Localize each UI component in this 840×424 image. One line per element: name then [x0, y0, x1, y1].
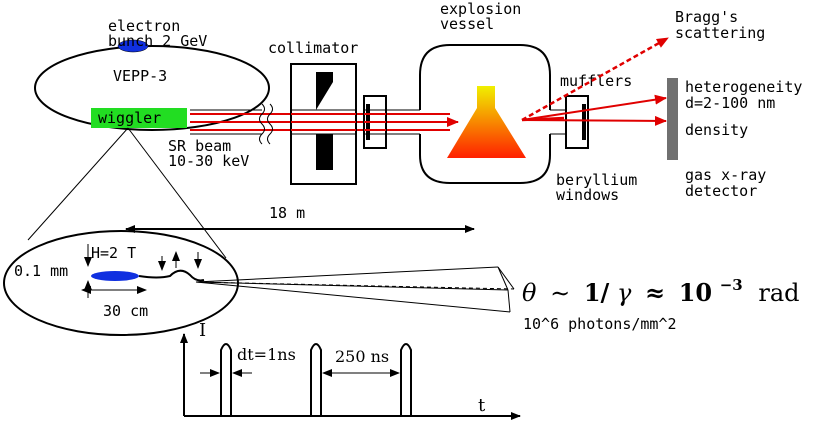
density-label: density — [685, 121, 748, 139]
beam-size-label: 0.1 mm — [14, 262, 68, 280]
pulse-timing-plot: I t dt=1ns 250 ns — [180, 320, 521, 420]
heterogeneity-label-line1: heterogeneity — [685, 78, 802, 96]
detector-label-line1: gas x-ray — [685, 166, 766, 184]
electron-bunch-label-line1: electron — [108, 17, 180, 35]
density-arrow — [521, 115, 667, 126]
axis-t-label: t — [478, 395, 486, 416]
theta-symbol: θ — [522, 279, 537, 307]
collimator-label: collimator — [268, 39, 358, 57]
gamma-symbol: γ — [617, 279, 632, 307]
beryllium-label-line2: windows — [556, 186, 619, 204]
photon-flux-label: 10^6 photons/mm^2 — [523, 315, 677, 333]
storage-ring: electron bunch 2 GeV VEPP-3 wiggler — [34, 17, 270, 131]
output-muffler: mufflers beryllium windows — [550, 72, 637, 204]
approx-symbol: ≈ — [645, 278, 665, 307]
explosion-vessel: explosion vessel — [386, 0, 551, 184]
one-over: 1/ — [584, 278, 610, 307]
pulse-width-label: dt=1ns — [237, 345, 296, 364]
svg-text:θ ∼ 1/ γ: θ ∼ 1/ γ ≈ 10 −3 rad — [522, 268, 800, 307]
beryllium-label-line1: beryllium — [556, 171, 637, 189]
power-base: 10 — [679, 278, 712, 307]
explosion-flame — [447, 86, 526, 158]
radiation-cone — [195, 266, 515, 313]
vessel-label-line2: vessel — [440, 15, 494, 33]
wiggler-label: wiggler — [98, 109, 161, 127]
detector-label-line2: detector — [685, 182, 757, 200]
gas-detector: heterogeneity d=2-100 nm density gas x-r… — [667, 78, 802, 200]
detector-bar — [667, 78, 678, 160]
period-length-label: 30 cm — [103, 302, 148, 320]
mufflers-label: mufflers — [560, 72, 632, 90]
vessel-label-line1: explosion — [440, 0, 521, 18]
heterogeneity-label-line2: d=2-100 nm — [685, 94, 775, 112]
bragg-scatter-arrow — [521, 36, 669, 122]
bragg-label-line1: Bragg's — [675, 8, 738, 26]
bunch-detail-marker — [91, 271, 139, 281]
sim-symbol: ∼ — [550, 279, 570, 307]
electron-bunch-marker — [117, 39, 149, 53]
pulse-spacing-label: 250 ns — [335, 347, 389, 366]
collimator: collimator — [268, 39, 358, 185]
pulse-2 — [310, 343, 322, 416]
distance-indicator: 18 m — [125, 204, 475, 233]
pulse-1 — [220, 343, 232, 416]
input-muffler — [363, 95, 387, 149]
field-label: H=2 T — [91, 244, 136, 262]
distance-label: 18 m — [269, 204, 305, 222]
bragg-label-line2: scattering — [675, 24, 765, 42]
heterogeneity-arrow — [521, 94, 667, 121]
scattered-beams: Bragg's scattering — [521, 8, 765, 126]
wiggler-box — [91, 108, 187, 128]
sr-beam-label-line1: SR beam — [168, 137, 231, 155]
pulse-3 — [400, 343, 412, 416]
power-exponent: −3 — [720, 276, 743, 294]
electron-bunch-label-line2: bunch 2 GeV — [108, 32, 207, 50]
sr-beam-label-line2: 10-30 keV — [168, 152, 249, 170]
beam-break-mark — [259, 103, 265, 145]
angle-formula: θ ∼ 1/ γ ≈ 10 −3 rad 10^6 photons/mm^2 — [522, 268, 800, 333]
ring-name-label: VEPP-3 — [113, 67, 167, 85]
angle-unit: rad — [758, 279, 799, 307]
axis-i-label: I — [199, 320, 206, 341]
